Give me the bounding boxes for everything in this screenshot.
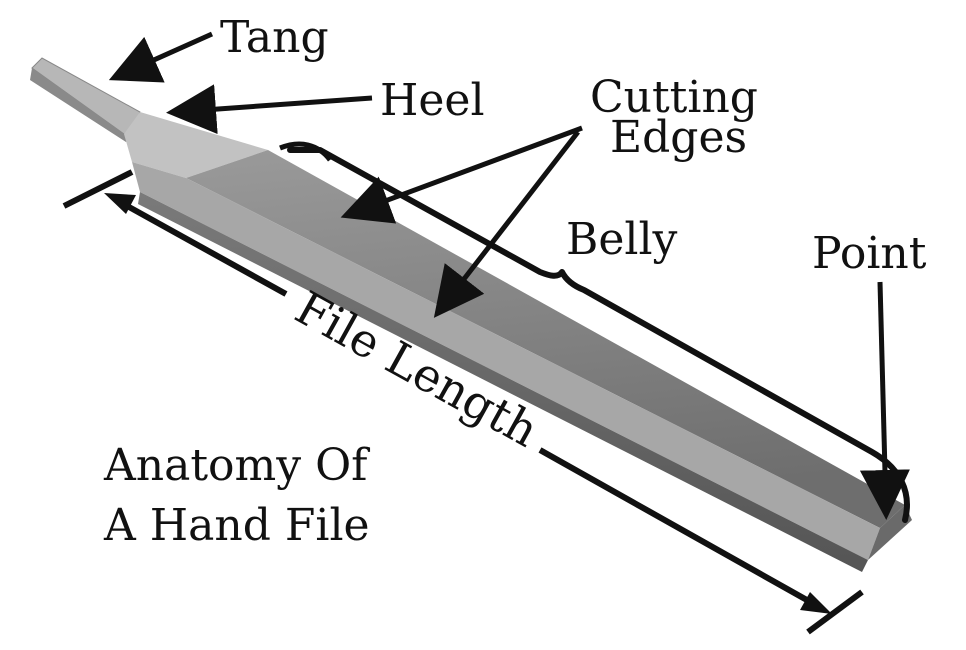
label-cutting-line2: Edges — [610, 112, 747, 163]
leader-arrows — [108, 31, 910, 520]
title-line1: Anatomy Of — [103, 440, 370, 491]
title-line2: A Hand File — [103, 500, 370, 551]
label-point: Point — [812, 228, 927, 279]
cutting-arrow-edge — [433, 130, 580, 318]
cutting-arrow-face — [340, 125, 583, 224]
label-heel: Heel — [380, 75, 485, 126]
file-heel — [124, 112, 268, 178]
heel-arrow — [166, 84, 373, 135]
file-side-edge — [138, 192, 868, 572]
file-illustration — [30, 57, 912, 572]
label-tang: Tang — [220, 12, 329, 63]
file-top-face — [186, 150, 905, 528]
tang-arrow — [108, 31, 214, 83]
point-arrow — [859, 281, 910, 520]
file-tang — [31, 57, 141, 139]
label-cutting-line1: Cutting — [590, 72, 758, 123]
file-bevel — [132, 162, 880, 560]
file-length-dimension — [62, 169, 864, 635]
label-belly: Belly — [566, 214, 678, 265]
